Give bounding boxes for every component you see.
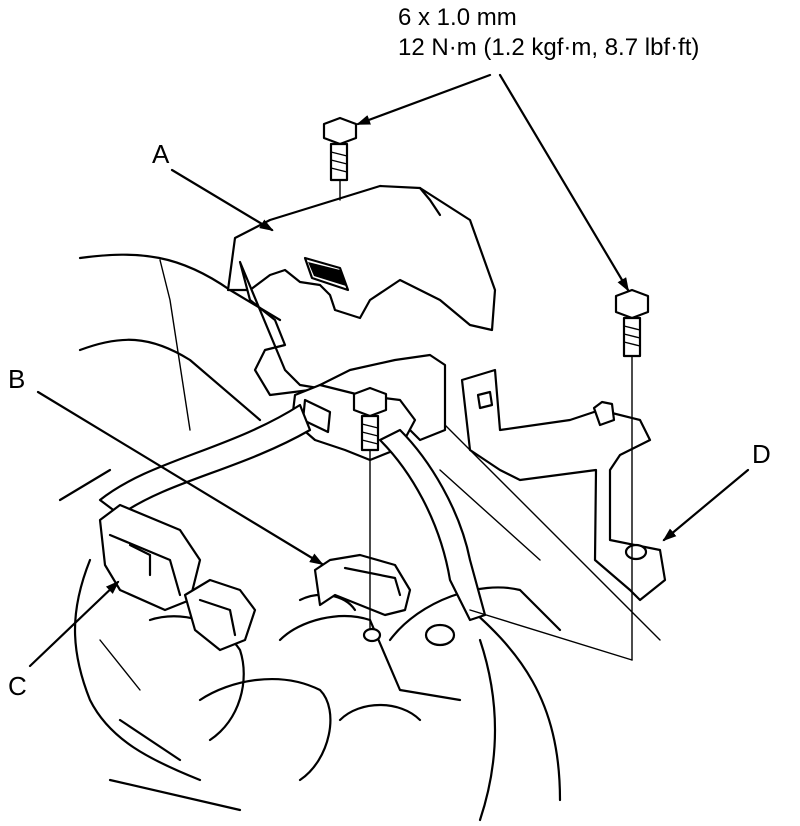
leader-lines xyxy=(28,73,750,668)
callout-c: C xyxy=(8,671,27,701)
bolt-cover xyxy=(322,116,358,182)
bolt-axis-lines xyxy=(339,179,633,661)
engine-housing-outline xyxy=(58,253,661,822)
callout-a: A xyxy=(152,139,170,169)
bracket-d xyxy=(460,368,667,602)
bolt-bracket xyxy=(614,288,650,358)
bolt-size-spec: 6 x 1.0 mm xyxy=(398,4,517,31)
connector-c xyxy=(98,503,257,652)
torque-spec: 12 N·m (1.2 kgf·m, 8.7 lbf·ft) xyxy=(398,34,700,61)
callout-b: B xyxy=(8,364,26,394)
cover-a xyxy=(226,184,497,442)
callout-d: D xyxy=(752,439,771,469)
